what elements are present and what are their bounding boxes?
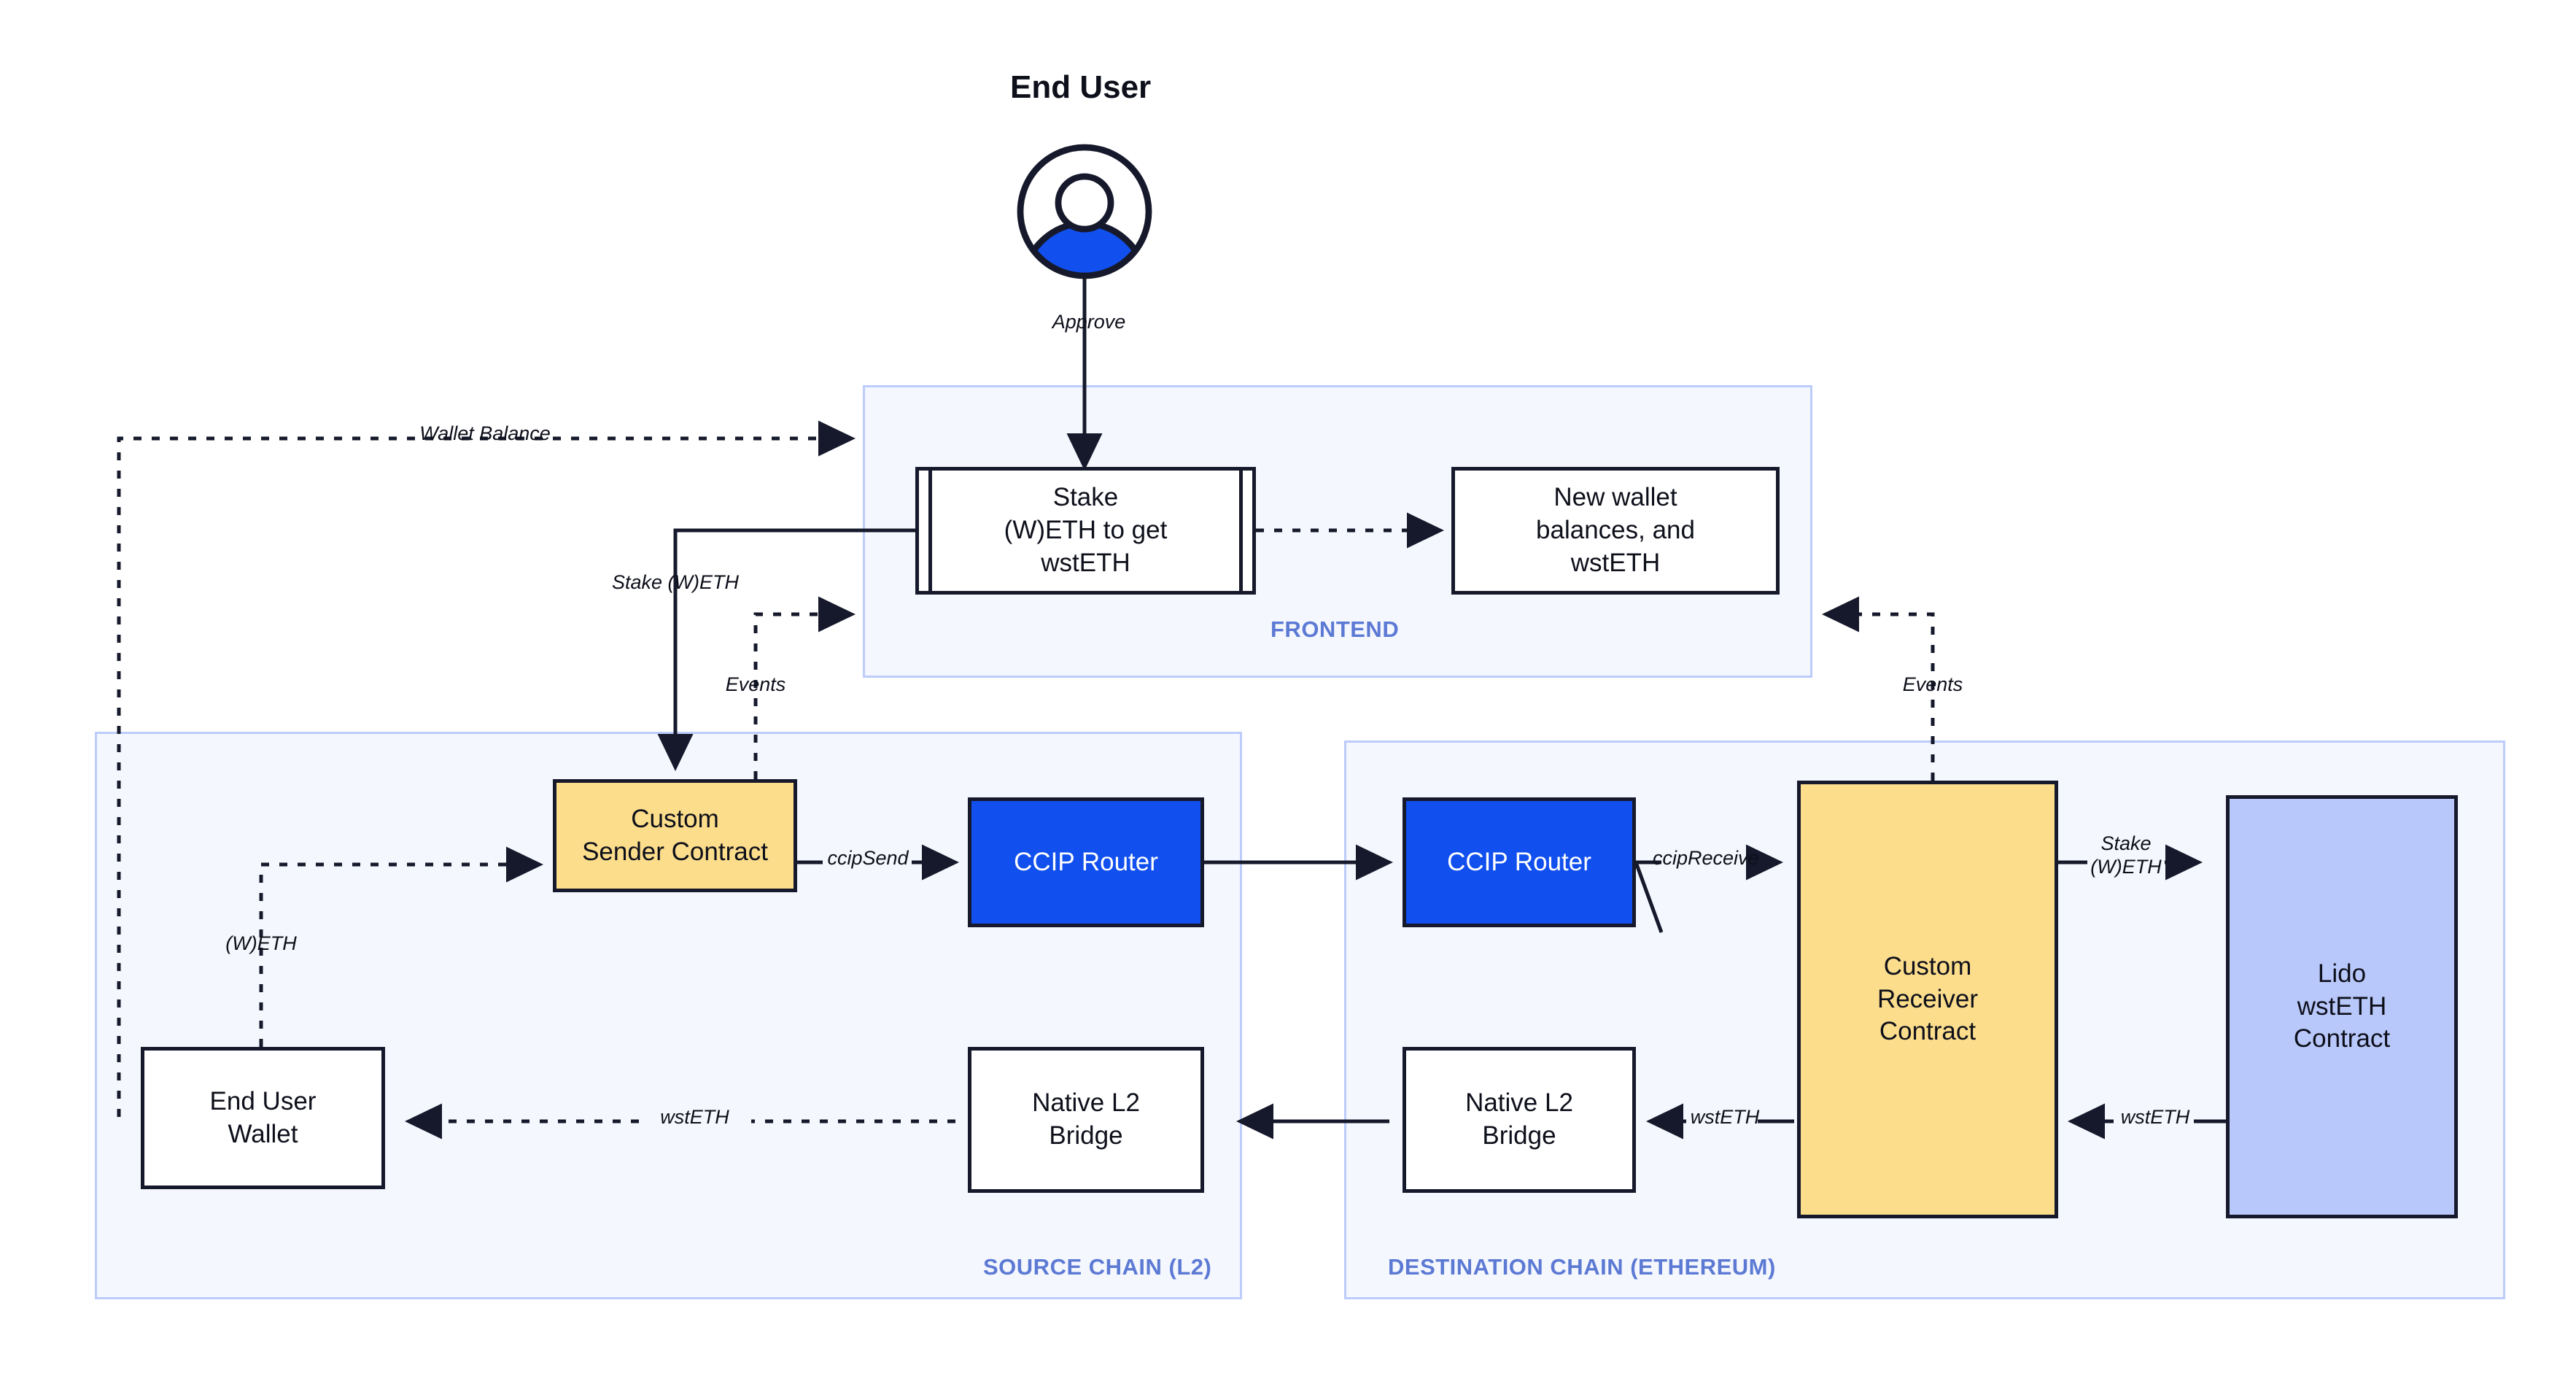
node-sender-contract-label: Custom Sender Contract xyxy=(582,804,768,866)
node-end-user-wallet-label: End User Wallet xyxy=(209,1086,317,1148)
node-receiver-contract[interactable]: Custom Receiver Contract xyxy=(1797,781,2058,1218)
edge-label-wsteth-wallet: wstETH xyxy=(660,1106,729,1128)
edge-label-approve: Approve xyxy=(1052,311,1126,333)
node-new-balances[interactable]: New wallet balances, and wstETH xyxy=(1451,467,1780,595)
edge-label-wsteth-lido: wstETH xyxy=(2120,1106,2190,1128)
node-native-bridge-source-label: Native L2 Bridge xyxy=(1032,1088,1140,1150)
node-native-bridge-source[interactable]: Native L2 Bridge xyxy=(968,1047,1204,1193)
edge-label-wallet-balance: Wallet Balance xyxy=(419,422,551,444)
user-avatar-icon xyxy=(1012,139,1157,285)
edge-label-weth-in: (W)ETH xyxy=(225,932,297,954)
edge-label-stake-weth-l2: Stake (W)ETH xyxy=(611,571,739,593)
node-new-balances-label: New wallet balances, and wstETH xyxy=(1536,483,1695,577)
node-lido-contract[interactable]: Lido wstETH Contract xyxy=(2226,795,2458,1218)
node-stake-ui-label: Stake (W)ETH to get wstETH xyxy=(1004,483,1168,577)
node-receiver-contract-label: Custom Receiver Contract xyxy=(1877,951,1979,1046)
node-native-bridge-destination[interactable]: Native L2 Bridge xyxy=(1403,1047,1636,1193)
edge-label-stake-weth-l1: Stake (W)ETH xyxy=(2090,832,2162,878)
panel-label-frontend: FRONTEND xyxy=(1270,616,1400,642)
node-ccip-router-source-label: CCIP Router xyxy=(1014,847,1158,876)
page-title: End User xyxy=(1010,69,1152,105)
node-sender-contract[interactable]: Custom Sender Contract xyxy=(553,779,797,892)
panel-label-destination-chain: DESTINATION CHAIN (ETHEREUM) xyxy=(1388,1254,1776,1280)
panel-label-source-chain: SOURCE CHAIN (L2) xyxy=(983,1254,1212,1280)
edge-label-events-destination: Events xyxy=(1902,673,1963,695)
node-lido-contract-label: Lido wstETH Contract xyxy=(2293,959,2391,1053)
node-ccip-router-destination[interactable]: CCIP Router xyxy=(1403,797,1636,927)
node-stake-ui[interactable]: Stake (W)ETH to get wstETH xyxy=(915,467,1256,595)
node-native-bridge-destination-label: Native L2 Bridge xyxy=(1465,1088,1573,1150)
edge-label-ccipsend: ccipSend xyxy=(827,847,909,869)
edge-label-wsteth-bridge: wstETH xyxy=(1690,1106,1760,1128)
edge-label-events-source: Events xyxy=(725,673,786,695)
node-ccip-router-destination-label: CCIP Router xyxy=(1447,847,1591,876)
node-end-user-wallet[interactable]: End User Wallet xyxy=(141,1047,385,1189)
node-ccip-router-source[interactable]: CCIP Router xyxy=(968,797,1204,927)
edge-label-ccipreceive: ccipReceive xyxy=(1653,847,1759,869)
